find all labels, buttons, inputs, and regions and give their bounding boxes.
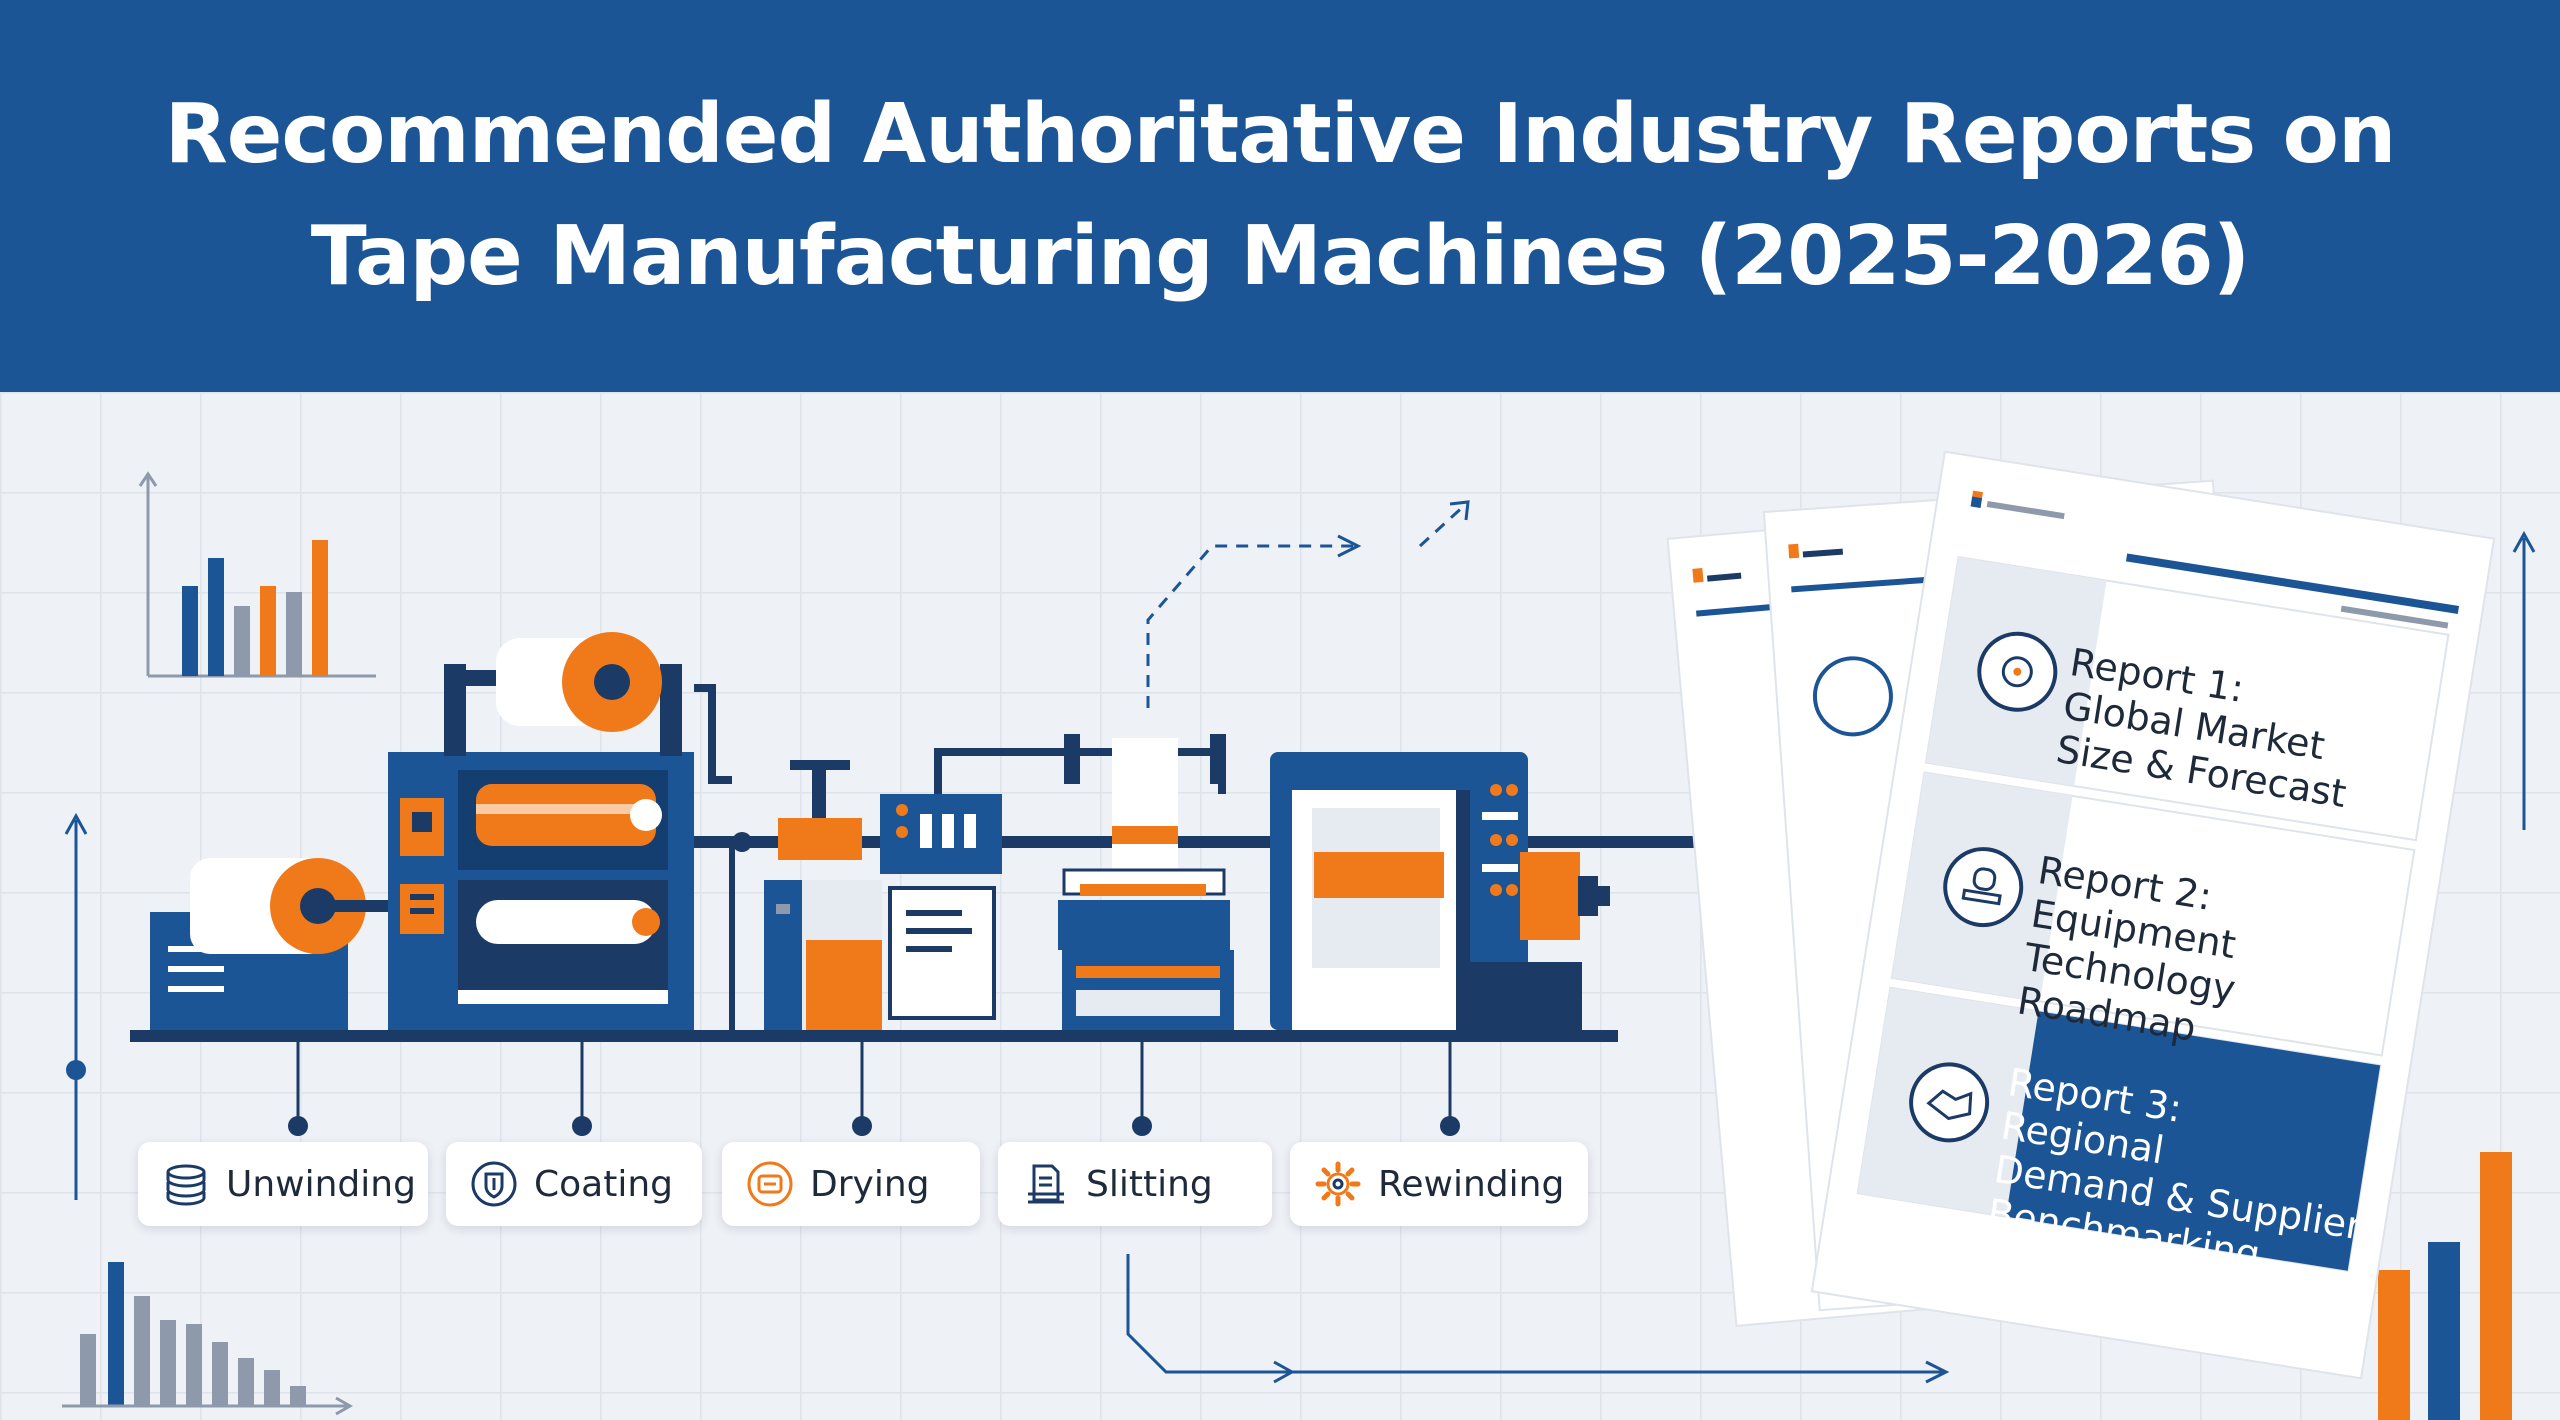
decorative-bars-bottom-right (2378, 1152, 2512, 1420)
dashed-growth-arrow (1146, 502, 1468, 708)
bottom-connector-arrow (1126, 1254, 1950, 1384)
document-cut-icon (1028, 1164, 1064, 1204)
tape-production-line (130, 632, 1704, 1136)
left-timeline-arrow (64, 812, 88, 1200)
decorative-histogram-bottom-left (62, 1262, 354, 1416)
decorative-bar-chart-top-left (138, 471, 376, 678)
drying-tank-unit (764, 880, 882, 1030)
step-connector-dots (288, 1116, 1460, 1136)
step-chip-unwinding: Unwinding (138, 1142, 428, 1226)
control-panel (880, 794, 1002, 1020)
title-banner: Recommended Authoritative Industry Repor… (0, 0, 2560, 392)
right-up-arrow (2512, 530, 2536, 830)
step-chip-rewinding: Rewinding (1290, 1142, 1588, 1226)
step-label-rewinding: Rewinding (1378, 1163, 1565, 1205)
step-chip-slitting: Slitting (998, 1142, 1272, 1226)
step-label-drying: Drying (810, 1163, 930, 1205)
step-label-slitting: Slitting (1086, 1163, 1213, 1205)
title-line-1: Recommended Authoritative Industry Repor… (164, 87, 2397, 182)
slitting-station (934, 734, 1234, 1030)
gear-icon (1315, 1161, 1361, 1207)
heater-icon (747, 1161, 793, 1207)
report-front-sheet (1810, 450, 2496, 1380)
step-label-unwinding: Unwinding (226, 1163, 416, 1205)
step-chip-coating: Coating (446, 1142, 702, 1226)
valve-unit (729, 760, 862, 1030)
unwinder-station (150, 858, 388, 1030)
coating-station (388, 632, 732, 1030)
shield-drop-icon (471, 1161, 517, 1207)
step-connectors (296, 1042, 1452, 1126)
title-line-2: Tape Manufacturing Machines (2025-2026) (310, 209, 2250, 304)
report-2-text: Report 2: Equipment Technology Roadmap (2014, 848, 2252, 1055)
step-chip-drying: Drying (722, 1142, 980, 1226)
rewinder-station (1270, 752, 1610, 1030)
stacked-rolls-icon (166, 1164, 206, 1206)
step-label-coating: Coating (534, 1163, 674, 1205)
dashed-arrow-head-1 (1337, 534, 1362, 558)
page-title: Recommended Authoritative Industry Repor… (164, 74, 2397, 318)
dashed-arrow-head-2 (1449, 500, 1470, 521)
